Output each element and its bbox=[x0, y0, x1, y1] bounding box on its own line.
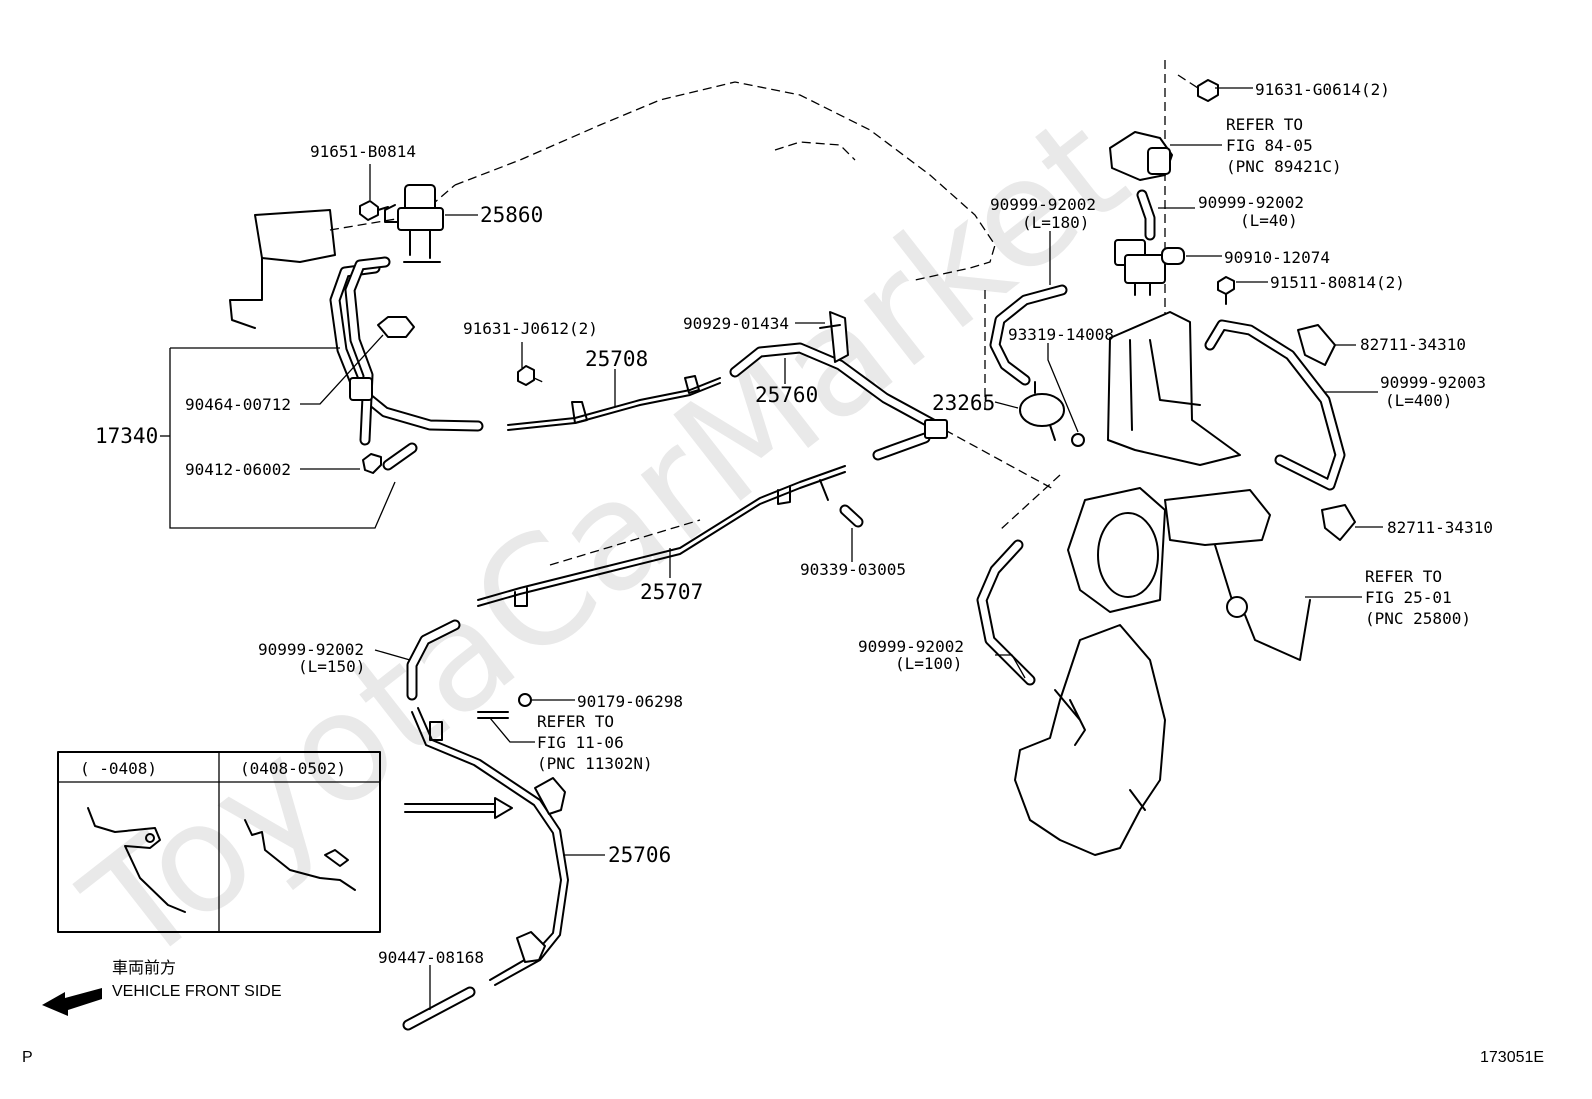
corner-left: P bbox=[22, 1049, 33, 1066]
pipe-25708 bbox=[507, 375, 721, 431]
clamp-82711-a bbox=[1297, 324, 1336, 366]
label-90339-03005: 90339-03005 bbox=[800, 560, 906, 579]
intake-manifold bbox=[1014, 624, 1166, 856]
throttle-body bbox=[1067, 487, 1311, 661]
stud-nut-90179 bbox=[477, 693, 532, 719]
inset-box bbox=[57, 751, 381, 933]
bolt-91631j bbox=[517, 365, 546, 386]
front-label-jp: 車両前方 bbox=[112, 959, 176, 977]
label-90464-00712: 90464-00712 bbox=[185, 395, 291, 414]
label-25707: 25707 bbox=[640, 580, 703, 604]
pipe-25706 bbox=[411, 707, 569, 986]
label-91511-80814: 91511-80814(2) bbox=[1270, 273, 1405, 292]
bolt-91651 bbox=[359, 200, 389, 221]
hose-l400 bbox=[1204, 319, 1346, 491]
label-90999-92002-l180: 90999-92002 bbox=[990, 195, 1096, 214]
label-25760: 25760 bbox=[755, 383, 818, 407]
label-90412-06002: 90412-06002 bbox=[185, 460, 291, 479]
label-90929-01434: 90929-01434 bbox=[683, 314, 789, 333]
label-refer-1106-b: FIG 11-06 bbox=[537, 733, 624, 752]
label-90999-92002-l150: 90999-92002 bbox=[258, 640, 364, 659]
label-l40: (L=40) bbox=[1240, 211, 1298, 230]
watermark: ToyotaCarMarket bbox=[54, 84, 1157, 999]
label-90910-12074: 90910-12074 bbox=[1224, 248, 1330, 267]
sensor-89421c bbox=[1109, 131, 1173, 181]
label-refer-2501-a: REFER TO bbox=[1365, 567, 1442, 586]
label-refer-8405-b: FIG 84-05 bbox=[1226, 136, 1313, 155]
bolt-91631g bbox=[1177, 74, 1219, 102]
detail-arrow bbox=[404, 797, 513, 819]
label-91631-g0614: 91631-G0614(2) bbox=[1255, 80, 1390, 99]
label-25706: 25706 bbox=[608, 843, 671, 867]
label-91651-b0814: 91651-B0814 bbox=[310, 142, 416, 161]
label-l400: (L=400) bbox=[1385, 391, 1452, 410]
label-refer-8405-c: (PNC 89421C) bbox=[1226, 157, 1342, 176]
label-refer-2501-b: FIG 25-01 bbox=[1365, 588, 1452, 607]
inset-header-2: (0408-0502) bbox=[240, 759, 346, 778]
label-refer-2501-c: (PNC 25800) bbox=[1365, 609, 1471, 628]
bracket-93319 bbox=[1071, 311, 1241, 466]
vsv-25860 bbox=[384, 184, 444, 263]
label-93319-14008: 93319-14008 bbox=[1008, 325, 1114, 344]
hose-l100 bbox=[976, 539, 1036, 686]
pipe-25707 bbox=[477, 465, 846, 607]
filter-23265 bbox=[1019, 381, 1065, 441]
bracket-90929 bbox=[819, 311, 849, 363]
label-90999-92003-l400: 90999-92003 bbox=[1380, 373, 1486, 392]
label-82711-34310-a: 82711-34310 bbox=[1360, 335, 1466, 354]
hose-l40 bbox=[1136, 189, 1156, 241]
label-90179-06298: 90179-06298 bbox=[577, 692, 683, 711]
label-25708: 25708 bbox=[585, 347, 648, 371]
label-l150: (L=150) bbox=[298, 657, 365, 676]
figure-code: 173051E bbox=[1480, 1049, 1544, 1066]
leader-lines bbox=[160, 87, 1383, 1010]
hose-90447 bbox=[402, 986, 476, 1031]
bolt-91511 bbox=[1217, 276, 1235, 305]
label-l180: (L=180) bbox=[1022, 213, 1089, 232]
label-17340: 17340 bbox=[95, 424, 158, 448]
housing-sketch bbox=[229, 209, 336, 329]
vsv-90910 bbox=[1114, 239, 1185, 296]
hose-l150 bbox=[406, 619, 461, 701]
label-82711-34310-b: 82711-34310 bbox=[1387, 518, 1493, 537]
front-label-en: VEHICLE FRONT SIDE bbox=[112, 983, 282, 1000]
front-arrow-icon bbox=[42, 988, 102, 1016]
inset-header-1: ( -0408) bbox=[80, 759, 157, 778]
label-25860: 25860 bbox=[480, 203, 543, 227]
label-refer-1106-c: (PNC 11302N) bbox=[537, 754, 653, 773]
label-23265: 23265 bbox=[932, 391, 995, 415]
hose-90412 bbox=[362, 442, 418, 474]
hose-25760 bbox=[729, 342, 948, 461]
label-91631-j0612: 91631-J0612(2) bbox=[463, 319, 598, 338]
clamp-82711-b bbox=[1321, 504, 1356, 541]
label-refer-8405-a: REFER TO bbox=[1226, 115, 1303, 134]
label-90999-92002-l40: 90999-92002 bbox=[1198, 193, 1304, 212]
hose-l180 bbox=[989, 284, 1068, 386]
label-90999-92002-l100: 90999-92002 bbox=[858, 637, 964, 656]
label-l100: (L=100) bbox=[895, 654, 962, 673]
hose-assy-17340 bbox=[329, 256, 484, 446]
hose-90339 bbox=[839, 504, 864, 528]
label-90447-08168: 90447-08168 bbox=[378, 948, 484, 967]
label-refer-1106-a: REFER TO bbox=[537, 712, 614, 731]
